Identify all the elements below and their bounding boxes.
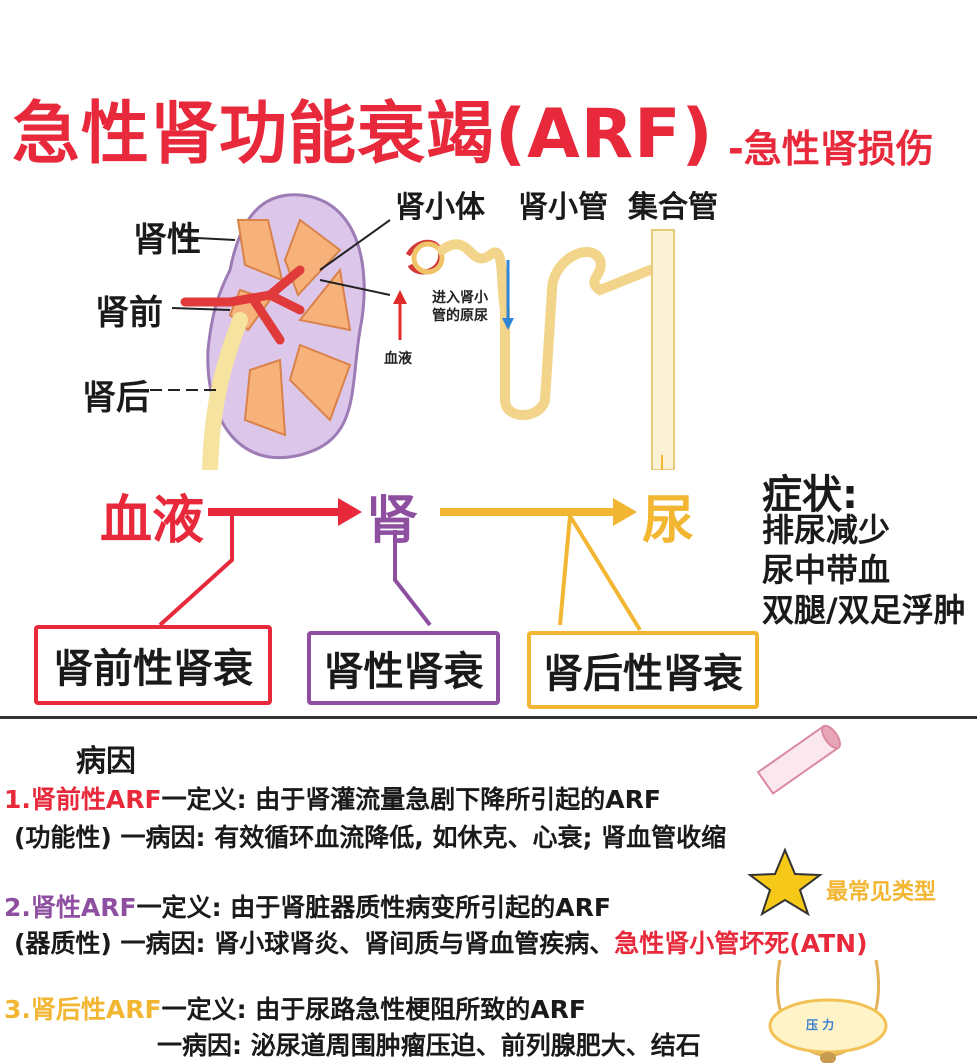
cause-prerenal-cause: (功能性) 一病因: 有效循环血流降低, 如休克、心衰; 肾血管收缩 [14,823,727,852]
flow-diagram [158,498,642,632]
flow-blood: 血液 [100,491,205,551]
cause-postrenal-label: 3.肾后性ARF [4,995,162,1024]
pressure-label: 压 力 [806,1018,835,1032]
renal-tubule [437,239,655,420]
cause-postrenal-cause: 一病因: 泌尿道周围肿瘤压迫、前列腺肥大、结石 [157,1031,701,1060]
cause-renal-def: 2.肾性ARF一定义: 由于肾脏器质性病变所引起的ARF [4,893,611,922]
tube-icon [756,724,841,795]
label-prerenal: 肾前 [95,293,163,333]
symptom-item: 排尿减少 [762,511,891,549]
star-icon [747,847,823,917]
symptom-item: 双腿/双足浮肿 [762,591,966,629]
label-blood-small: 血液 [384,351,412,367]
box-prerenal: 肾前性肾衰 [34,625,272,705]
label-primary-urine: 进入肾小管的原尿 [432,290,488,324]
label-renal-tubule: 肾小管 [518,190,608,225]
symptom-item: 尿中带血 [762,551,891,589]
box-postrenal: 肾后性肾衰 [527,631,759,709]
box-renal: 肾性肾衰 [307,631,500,705]
cause-prerenal-def: 1.肾前性ARF一定义: 由于肾灌流量急剧下降所引起的ARF [4,785,661,814]
flow-kidney: 肾 [366,491,419,551]
label-renal: 肾性 [133,220,201,260]
cause-prerenal-label: 1.肾前性ARF [4,785,162,814]
label-postrenal: 肾后 [82,378,150,418]
flow-urine: 尿 [642,491,695,551]
kidney-illustration [150,193,675,470]
kidney-pyramids [228,218,352,437]
section-divider [0,716,977,719]
bladder-icon [768,959,888,1063]
decorations [747,724,888,1063]
renal-artery [180,265,305,345]
label-renal-corpuscle: 肾小体 [395,190,485,225]
ureter [202,312,248,470]
label-collecting-duct: 集合管 [628,190,718,225]
collecting-duct [651,229,675,470]
most-common-type: 最常见类型 [826,880,937,905]
cause-renal-label: 2.肾性ARF [4,893,137,922]
cause-postrenal-def: 3.肾后性ARF一定义: 由于尿路急性梗阻所致的ARF [4,995,586,1024]
symptoms-title: 症状: [762,472,858,518]
cause-renal-cause: (器质性) 一病因: 肾小球肾炎、肾间质与肾血管疾病、急性肾小管坏死(ATN) [14,929,868,958]
page-subtitle: -急性肾损伤 [728,127,934,171]
atn-highlight: 急性肾小管坏死(ATN) [614,929,868,958]
causes-heading: 病因 [76,744,136,779]
page-title: 急性肾功能衰竭(ARF) [12,95,714,174]
